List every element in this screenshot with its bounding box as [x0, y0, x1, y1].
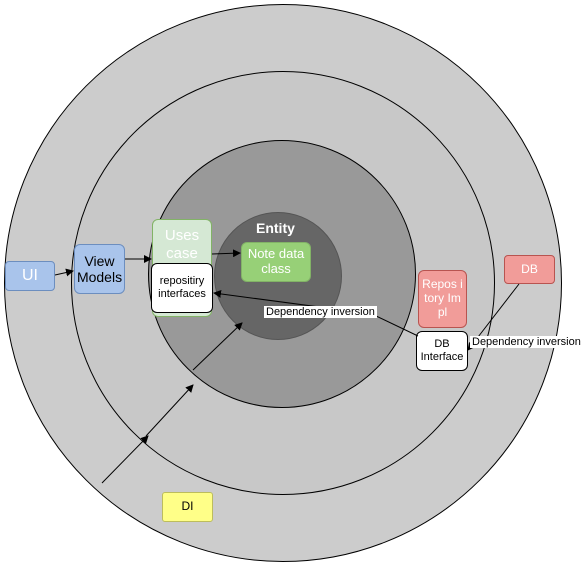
db-box[interactable]: DB	[504, 255, 555, 284]
entity-title: Entity	[256, 220, 295, 236]
dependency-inversion-label-inner: Dependency inversion	[264, 306, 377, 318]
view-models-box[interactable]: View Models	[74, 244, 125, 294]
arrow-di-2	[145, 384, 194, 437]
arrow-di-3	[192, 322, 243, 371]
repository-interfaces-box[interactable]: repositiry interfaces	[151, 263, 213, 313]
db-interface-box[interactable]: DB Interface	[416, 331, 468, 371]
ui-box[interactable]: UI	[5, 261, 55, 291]
dependency-inversion-label-outer: Dependency inversion	[470, 336, 583, 348]
note-data-class-box[interactable]: Note data class	[241, 242, 311, 282]
arrow-ui-to-viewmodels	[54, 268, 74, 277]
di-box[interactable]: DI	[162, 492, 213, 522]
arrow-usecase-to-entity	[211, 249, 241, 258]
repository-impl-box[interactable]: Repos itory Impl	[418, 270, 467, 328]
arrow-di-1	[101, 435, 149, 484]
use-cases-label: Uses case	[164, 227, 200, 262]
